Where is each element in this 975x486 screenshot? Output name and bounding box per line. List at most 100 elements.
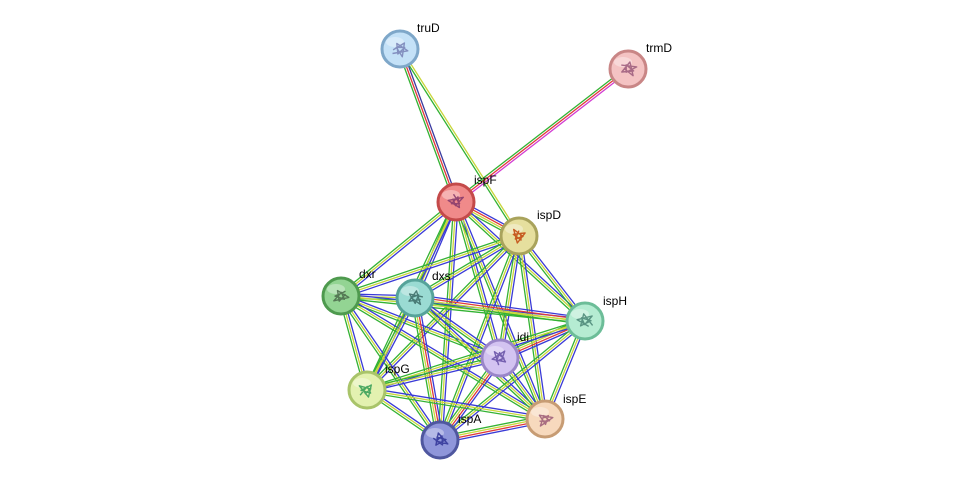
edge-strand xyxy=(341,293,547,418)
edge-strand xyxy=(453,202,544,421)
edge-ispD-ispG[interactable] xyxy=(364,233,522,393)
edge-strand xyxy=(415,237,521,301)
edge-strand xyxy=(413,233,519,297)
edge-strand xyxy=(340,295,546,420)
edge-ispH-ispA[interactable] xyxy=(437,318,588,443)
edge-strand xyxy=(338,199,456,295)
edge-strand xyxy=(414,294,587,319)
protein-structure-icon xyxy=(621,61,638,77)
nodes-layer: truD trmD ispF ispD dxr dxs ispH idi ispG ispE isp… xyxy=(321,21,672,460)
edge-strand xyxy=(414,296,586,321)
node-circle[interactable] xyxy=(395,278,435,318)
node-label: ispG xyxy=(385,362,410,376)
edge-ispF-dxr[interactable] xyxy=(338,199,459,299)
protein-structure-icon xyxy=(576,313,594,328)
edge-idi-ispG[interactable] xyxy=(365,355,502,393)
node-circle[interactable] xyxy=(380,29,420,69)
node-circle[interactable] xyxy=(436,182,476,222)
edge-trmD-ispF[interactable] xyxy=(454,66,630,205)
edge-strand xyxy=(412,298,545,422)
edge-strand xyxy=(397,49,455,204)
node-ispD[interactable]: ispD xyxy=(499,208,561,256)
node-ispF[interactable]: ispF xyxy=(436,173,497,222)
edge-strand xyxy=(366,235,520,391)
edge-strand xyxy=(340,235,520,297)
edge-strand xyxy=(439,320,586,441)
edge-strand xyxy=(455,68,629,203)
edge-dxs-ispH[interactable] xyxy=(413,294,587,325)
node-circle[interactable] xyxy=(499,216,539,256)
node-label: idi xyxy=(517,330,529,344)
edge-strand xyxy=(365,318,585,389)
node-circle[interactable] xyxy=(321,276,361,316)
node-label: ispD xyxy=(537,208,561,222)
edge-strand xyxy=(365,355,501,389)
node-highlight xyxy=(327,284,345,294)
protein-structure-icon xyxy=(538,414,554,427)
edge-strand xyxy=(520,235,548,420)
edge-strand xyxy=(437,318,585,439)
edge-strand xyxy=(340,295,501,359)
node-ispH[interactable]: ispH xyxy=(565,294,627,341)
node-ispE[interactable]: ispE xyxy=(525,392,586,439)
protein-structure-icon xyxy=(447,193,464,209)
node-ispA[interactable]: ispA xyxy=(420,412,481,460)
edge-strand xyxy=(499,235,520,359)
edge-ispD-dxr[interactable] xyxy=(339,233,521,299)
protein-structure-icon xyxy=(333,289,350,302)
node-circle[interactable] xyxy=(480,338,520,378)
node-idi[interactable]: idi xyxy=(480,330,529,378)
node-highlight xyxy=(426,428,444,438)
node-label: dxs xyxy=(432,269,451,283)
protein-structure-icon xyxy=(392,42,409,58)
edge-ispD-dxs[interactable] xyxy=(413,233,521,301)
protein-structure-icon xyxy=(512,228,526,244)
node-circle[interactable] xyxy=(420,420,460,460)
edge-strand xyxy=(399,48,457,203)
edge-strand xyxy=(341,203,459,299)
node-circle[interactable] xyxy=(347,370,387,410)
node-label: ispA xyxy=(458,412,481,426)
edge-strand xyxy=(366,389,546,420)
edge-strand xyxy=(417,296,444,441)
node-highlight xyxy=(353,378,371,388)
node-dxs[interactable]: dxs xyxy=(395,269,451,318)
edge-strand xyxy=(456,70,630,205)
edge-ispD-ispE[interactable] xyxy=(516,235,548,420)
node-circle[interactable] xyxy=(565,301,605,341)
edge-strand xyxy=(365,391,546,422)
edge-strand xyxy=(501,235,522,359)
edge-strand xyxy=(339,233,519,295)
node-ispG[interactable]: ispG xyxy=(347,362,410,410)
edge-strand xyxy=(366,387,547,418)
edge-strand xyxy=(366,359,502,393)
edge-strand xyxy=(440,322,588,443)
node-label: truD xyxy=(417,21,440,35)
protein-structure-icon xyxy=(408,290,424,306)
edge-strand xyxy=(518,235,546,420)
node-circle[interactable] xyxy=(525,399,565,439)
protein-structure-icon xyxy=(432,432,449,446)
node-label: ispE xyxy=(563,392,586,406)
node-highlight xyxy=(531,407,549,417)
edge-strand xyxy=(398,48,519,238)
edge-truD-ispD[interactable] xyxy=(398,47,521,238)
edge-strand xyxy=(366,357,501,391)
node-circle[interactable] xyxy=(608,49,648,89)
edge-strand xyxy=(339,297,545,422)
edge-strand xyxy=(340,201,457,297)
edge-strand xyxy=(340,295,441,441)
node-truD[interactable]: truD xyxy=(380,21,440,69)
edge-strand xyxy=(342,294,443,440)
edge-strand xyxy=(367,236,522,393)
edge-strand xyxy=(341,237,521,299)
edge-truD-ispF[interactable] xyxy=(397,47,459,204)
node-label: trmD xyxy=(646,41,672,55)
edge-strand xyxy=(437,234,518,440)
node-dxr[interactable]: dxr xyxy=(321,267,376,316)
edge-dxr-ispA[interactable] xyxy=(338,294,443,442)
edge-ispG-ispE[interactable] xyxy=(365,387,547,422)
edge-dxr-ispE[interactable] xyxy=(339,293,547,422)
node-trmD[interactable]: trmD xyxy=(608,41,672,89)
